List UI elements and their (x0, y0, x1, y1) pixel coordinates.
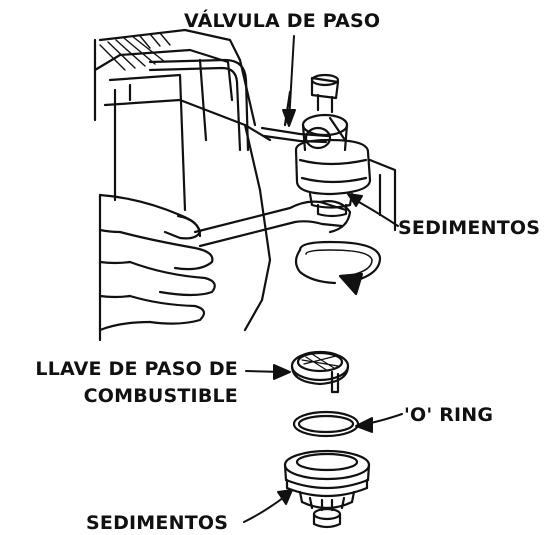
fuel-valve-screen-part (290, 350, 350, 394)
label-valve: VÁLVULA DE PASO (184, 10, 381, 32)
fuel-valve-assembly (260, 73, 372, 218)
o-ring-part (292, 410, 360, 438)
engine-block (93, 28, 397, 332)
label-sediment-cup-top: SEDIMENTOS (398, 217, 541, 239)
hand (98, 193, 216, 342)
rotation-arrow (294, 240, 382, 296)
leader-valve (288, 35, 295, 123)
label-fuel-valve-line1: LLAVE DE PASO DE (35, 358, 238, 380)
label-o-ring: 'O' RING (404, 404, 494, 426)
label-fuel-valve-line2: COMBUSTIBLE (83, 385, 238, 407)
leader-lines (243, 35, 403, 523)
sediment-cup-part (283, 449, 371, 529)
wrench (193, 200, 352, 248)
fuel-line (148, 58, 250, 152)
label-sediment-cup-bottom: SEDIMENTOS (86, 512, 229, 534)
